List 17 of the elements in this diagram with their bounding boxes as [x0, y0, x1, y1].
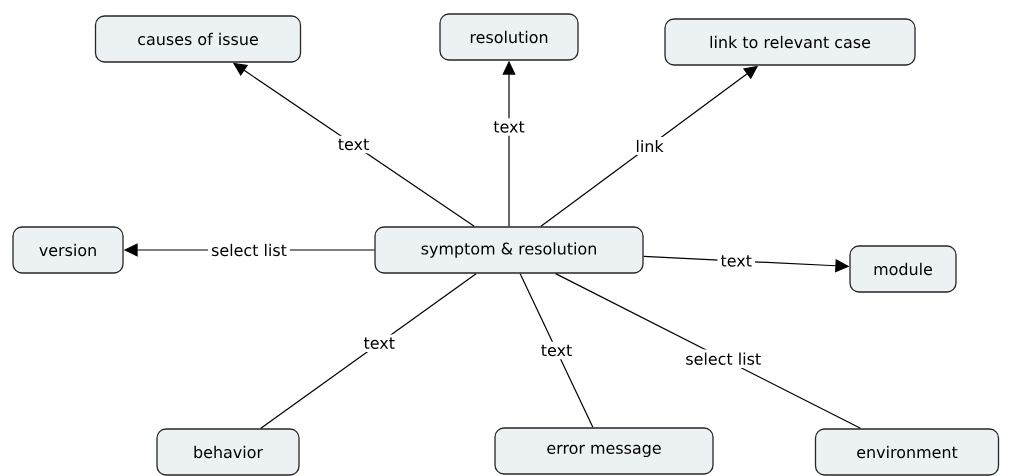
concept-box: module [849, 245, 957, 293]
concept-box: resolution [439, 13, 579, 61]
edge-label: text [360, 334, 398, 352]
edge-label: select list [682, 349, 765, 368]
concept-box: environment [814, 428, 1000, 476]
edge-label: link [632, 136, 667, 156]
edge-label: text [717, 252, 755, 270]
edge-label: select list [208, 240, 290, 260]
edge-label: text [490, 118, 528, 136]
edge-label: text [334, 135, 373, 154]
concept-box: symptom & resolution [374, 226, 644, 274]
edge-label: text [537, 341, 576, 360]
concept-box: error message [494, 427, 714, 475]
concept-box: version [12, 226, 124, 274]
concept-box: link to relevant case [664, 18, 916, 66]
concept-box: causes of issue [94, 15, 302, 63]
concept-box: behavior [156, 428, 300, 476]
